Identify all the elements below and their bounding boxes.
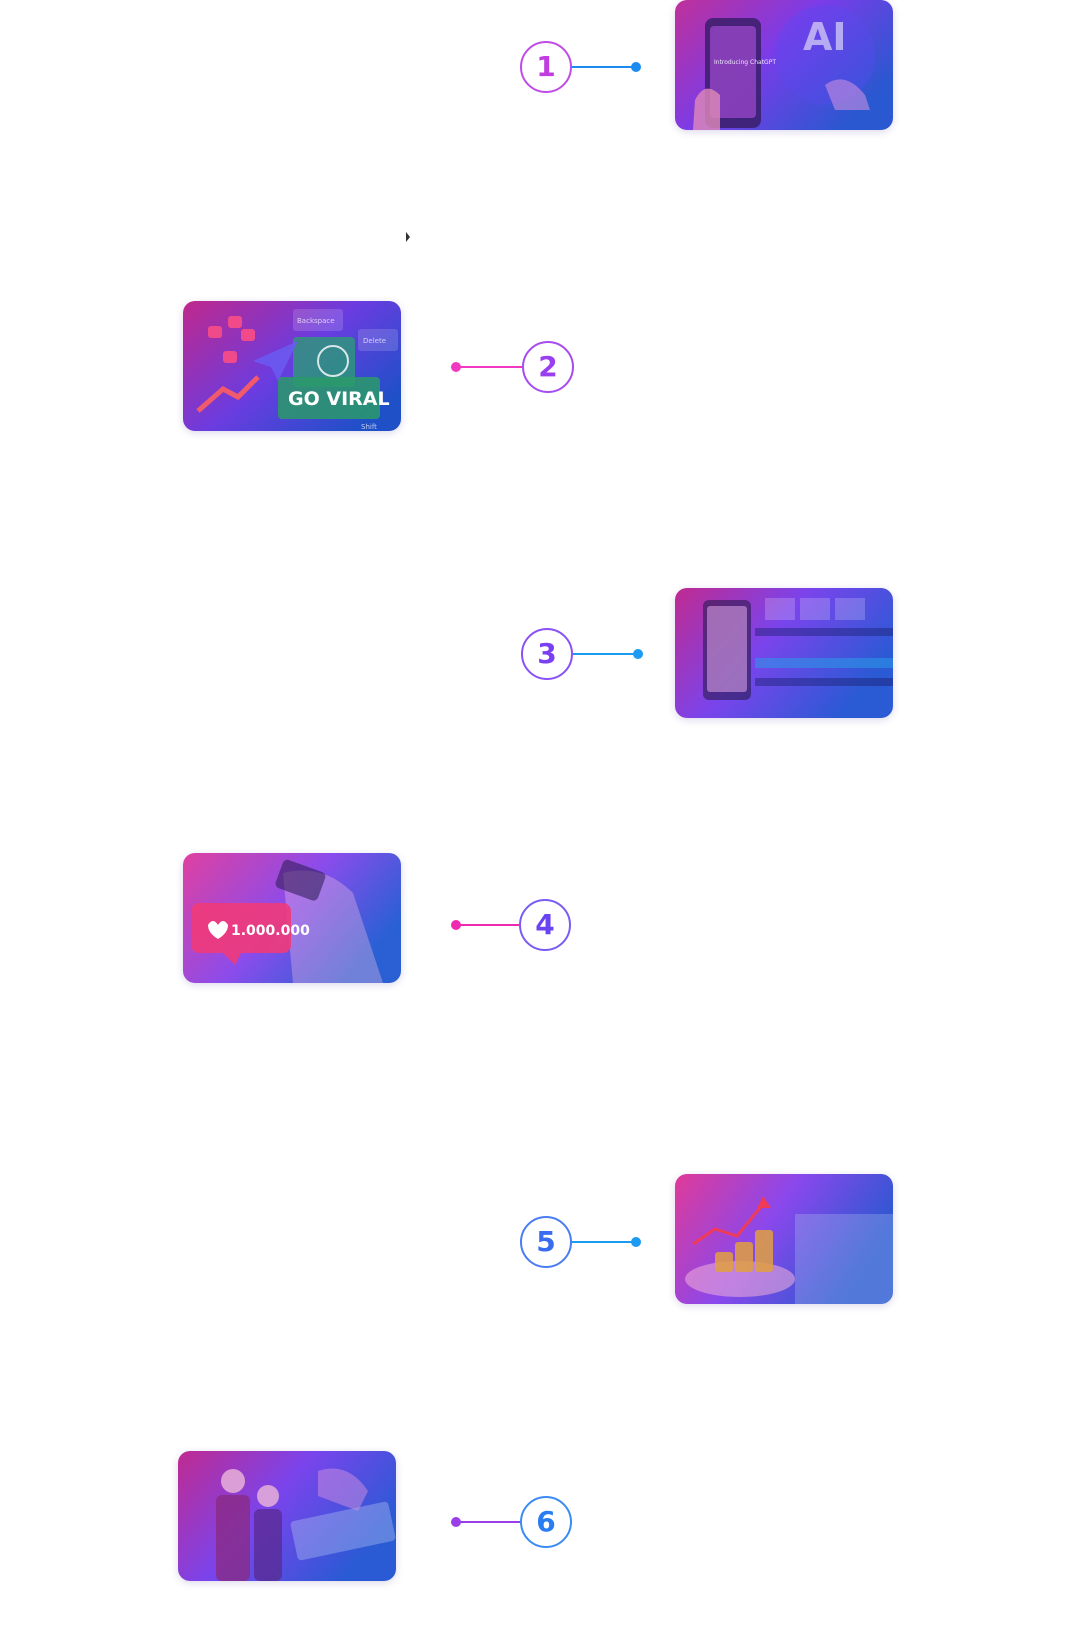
connector-dot-2 (451, 362, 461, 372)
timeline-step-2: 2 (522, 341, 574, 393)
connector-dot-6 (451, 1517, 461, 1527)
timeline-step-3: 3 (521, 628, 573, 680)
connector-dot-4 (451, 920, 461, 930)
key-label: Shift (361, 423, 377, 431)
step-number: 4 (535, 908, 555, 941)
mouse-cursor-icon (406, 232, 410, 242)
timeline-step-5: 5 (520, 1216, 572, 1268)
coins-money-growth-image (675, 1174, 893, 1304)
couple-keyboard-image (178, 1451, 396, 1581)
likes-count-text: 1.000.000 (231, 923, 310, 939)
connector-dot-3 (633, 649, 643, 659)
connector-dot-5 (631, 1237, 641, 1247)
step-number: 3 (537, 637, 557, 670)
timeline-step-1: 1 (520, 41, 572, 93)
ai-chatgpt-phone-image: Introducing ChatGPT AI (675, 0, 893, 130)
key-label: Backspace (297, 317, 335, 325)
phone-screen-text: Introducing ChatGPT (714, 59, 776, 66)
connector-dot-1 (631, 62, 641, 72)
ai-text: AI (803, 15, 847, 59)
go-viral-text: GO VIRAL (288, 388, 390, 410)
step-number: 5 (536, 1225, 556, 1258)
go-viral-keyboard-image: Backspace Delete GO VIRAL Shift (183, 301, 401, 431)
step-number: 6 (536, 1505, 556, 1538)
million-likes-phone-image: 1.000.000 (183, 853, 401, 983)
timeline-step-4: 4 (519, 899, 571, 951)
timeline-step-6: 6 (520, 1496, 572, 1548)
video-editing-phone-image (675, 588, 893, 718)
step-number: 2 (538, 350, 558, 383)
key-label: Delete (363, 337, 386, 345)
step-number: 1 (536, 50, 556, 83)
